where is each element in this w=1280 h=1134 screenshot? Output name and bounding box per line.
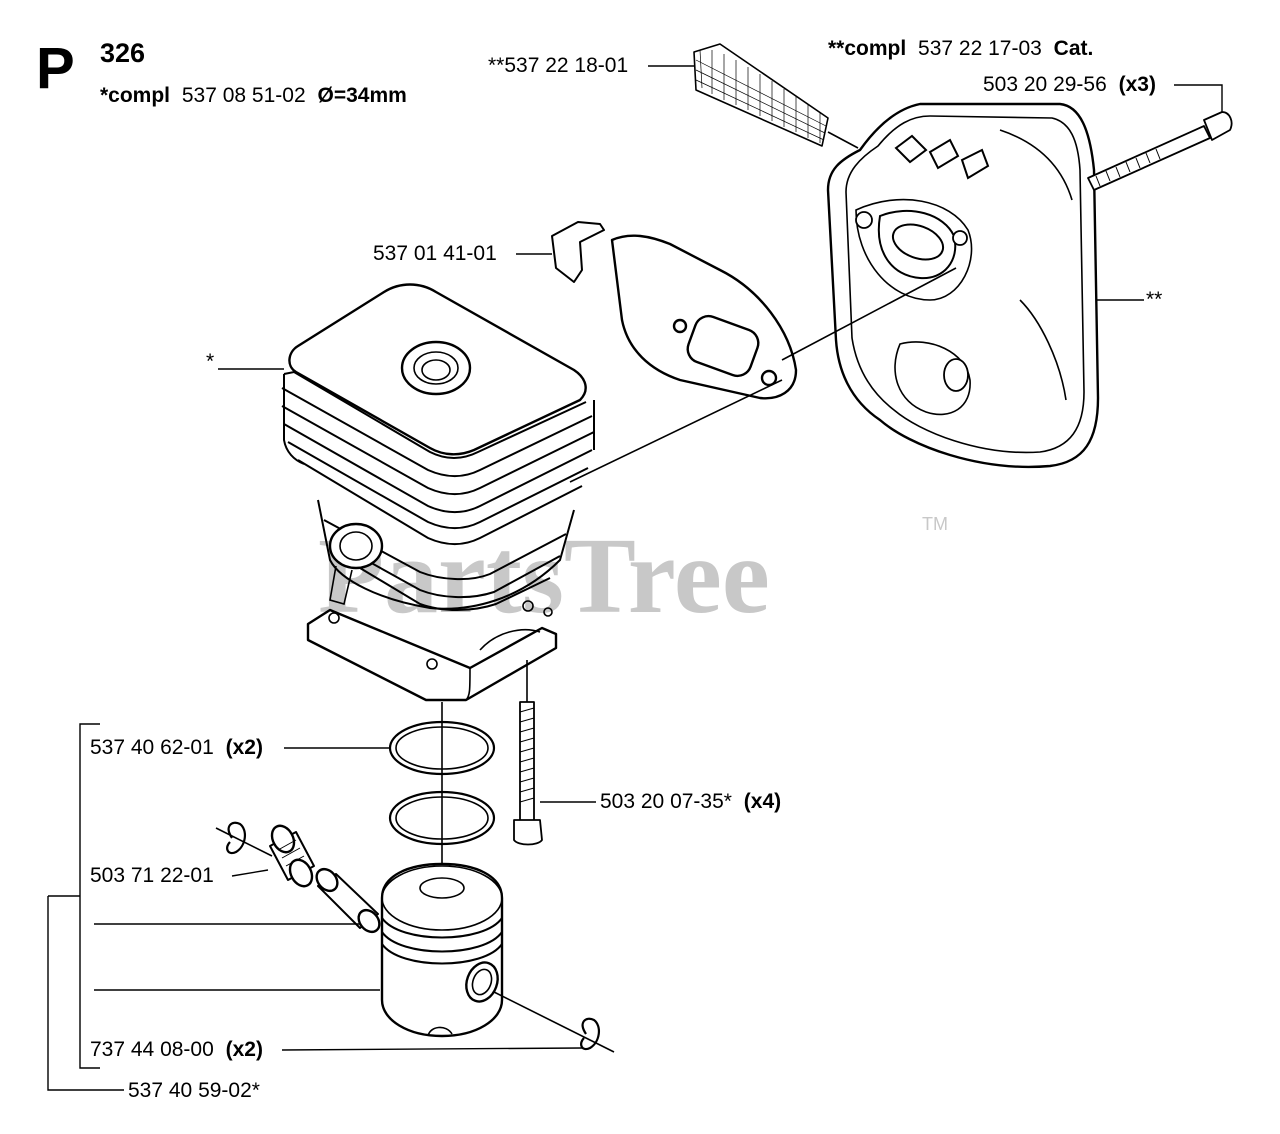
needle-bearing (269, 824, 315, 888)
heat-shield (551, 221, 798, 400)
muffler-bolt-number: 503 20 29-56 (983, 73, 1107, 96)
compl-prefix: *compl (100, 84, 170, 107)
piston-ring-number: 537 40 62-01 (90, 736, 214, 759)
muffler-compl-suffix: Cat. (1054, 37, 1094, 60)
cylinder-screw-line: 503 20 07-35* (x4) (600, 790, 781, 813)
circlip-right (580, 1017, 600, 1051)
compl-number: 537 08 51-02 (182, 84, 306, 107)
callout-needle-bearing: 503 71 22-01 (90, 864, 214, 887)
piston-ring-line: 537 40 62-01 (x2) (90, 736, 263, 759)
leader-needle-bearing (231, 869, 269, 877)
piston-ring-lower (388, 790, 496, 846)
cylinder-screw (513, 660, 543, 846)
piston-pin (315, 867, 381, 934)
cylinder-compl-line: *compl 537 08 51-02 Ø=34mm (100, 84, 407, 107)
muffler-compl-number: 537 22 17-03 (918, 37, 1042, 60)
pin-axis-right (493, 991, 615, 1053)
section-letter: P (36, 36, 75, 101)
bracket-inner (79, 723, 100, 1069)
watermark-text: PartsTree (318, 517, 770, 636)
bracket-outer (47, 896, 124, 1091)
muffler-compl-prefix: **compl (828, 37, 906, 60)
spark-arrestor-net (693, 43, 829, 147)
callout-muffler-marker: ** (1146, 288, 1162, 311)
muffler-compl-line: **compl 537 22 17-03 Cat. (828, 37, 1093, 60)
piston-ring-qty: (x2) (226, 736, 263, 759)
cylinder (281, 283, 595, 702)
muffler-body (826, 102, 1100, 469)
callout-gasket-net: **537 22 18-01 (488, 54, 628, 77)
exhaust-alignment-line-lower (569, 379, 783, 483)
cylinder-screw-qty: (x4) (744, 790, 781, 813)
muffler-bolt-qty: (x3) (1119, 73, 1156, 96)
circlip-left (226, 821, 246, 855)
muffler-bolt (1087, 111, 1233, 191)
leader-muffler-bolt (1174, 84, 1223, 114)
watermark-trademark: TM (922, 514, 948, 534)
callout-cylinder-marker: * (206, 350, 214, 373)
cylinder-screw-number: 503 20 07-35* (600, 790, 732, 813)
muffler-bolt-line: 503 20 29-56 (x3) (983, 73, 1156, 96)
leader-circlip (281, 1047, 583, 1051)
page-number: 326 (100, 38, 145, 68)
circlip-number: 737 44 08-00 (90, 1038, 214, 1061)
callout-piston-kit: 537 40 59-02* (128, 1079, 260, 1102)
net-to-muffler-line (827, 131, 859, 149)
exhaust-alignment-line-upper (781, 267, 957, 361)
pin-axis-left (215, 827, 273, 857)
piston (380, 862, 504, 1038)
callout-heat-shield: 537 01 41-01 (373, 242, 497, 265)
compl-size: Ø=34mm (317, 84, 406, 107)
circlip-line: 737 44 08-00 (x2) (90, 1038, 263, 1061)
circlip-qty: (x2) (226, 1038, 263, 1061)
